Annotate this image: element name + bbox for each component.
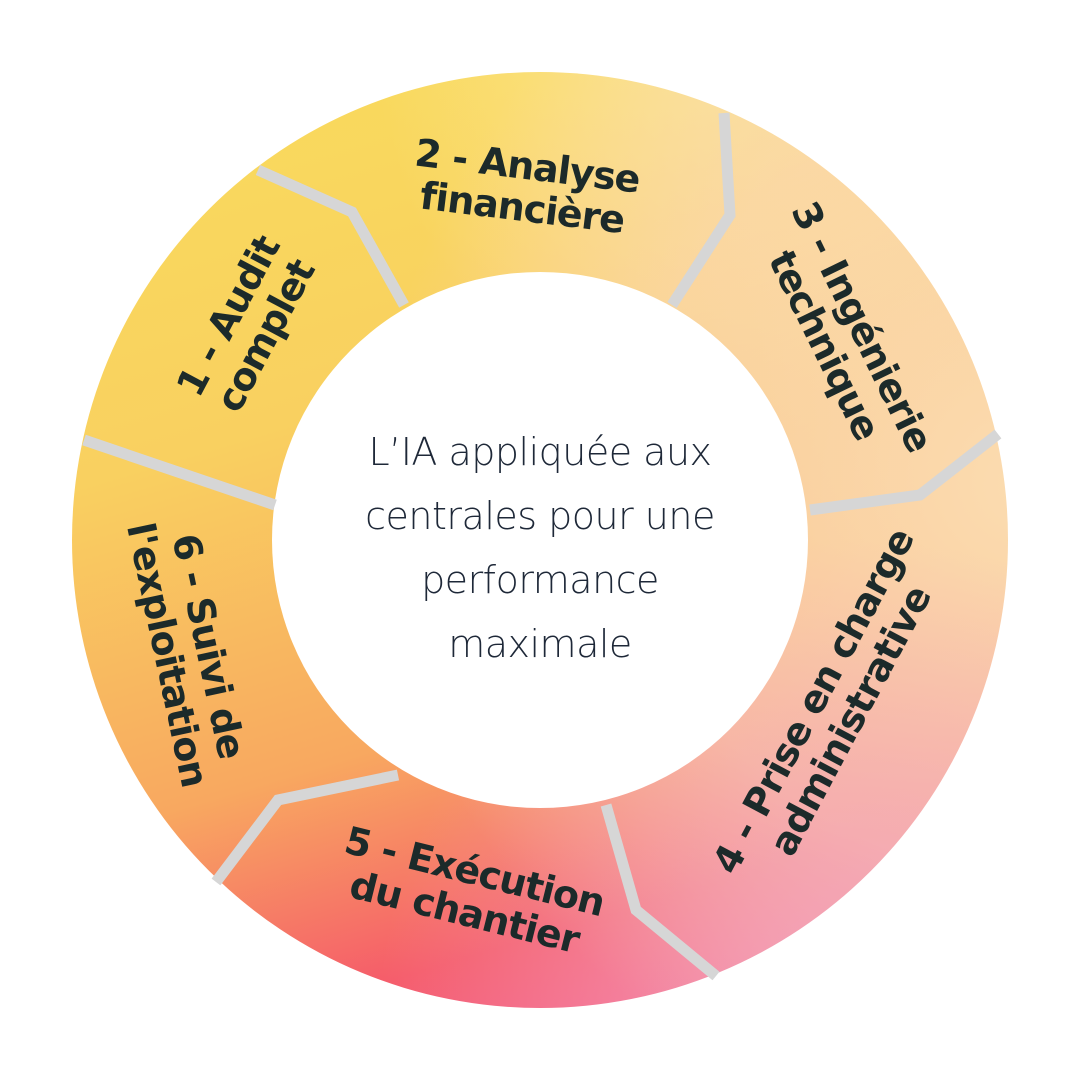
center-title: L’IA appliquée aux centrales pour une pe… <box>300 420 780 676</box>
divider-3-4 <box>809 429 1002 516</box>
divider-4-5 <box>600 803 720 981</box>
divider-5-6 <box>211 769 400 886</box>
center-line-2: centrales pour une <box>365 494 715 538</box>
center-line-4: maximale <box>448 622 632 666</box>
divider-2-3 <box>667 112 736 308</box>
center-line-1: L’IA appliquée aux <box>368 430 712 474</box>
center-line-3: performance <box>421 558 659 602</box>
divider-1-2 <box>255 164 409 308</box>
dividers <box>82 112 1002 981</box>
divider-6-1 <box>82 434 277 511</box>
